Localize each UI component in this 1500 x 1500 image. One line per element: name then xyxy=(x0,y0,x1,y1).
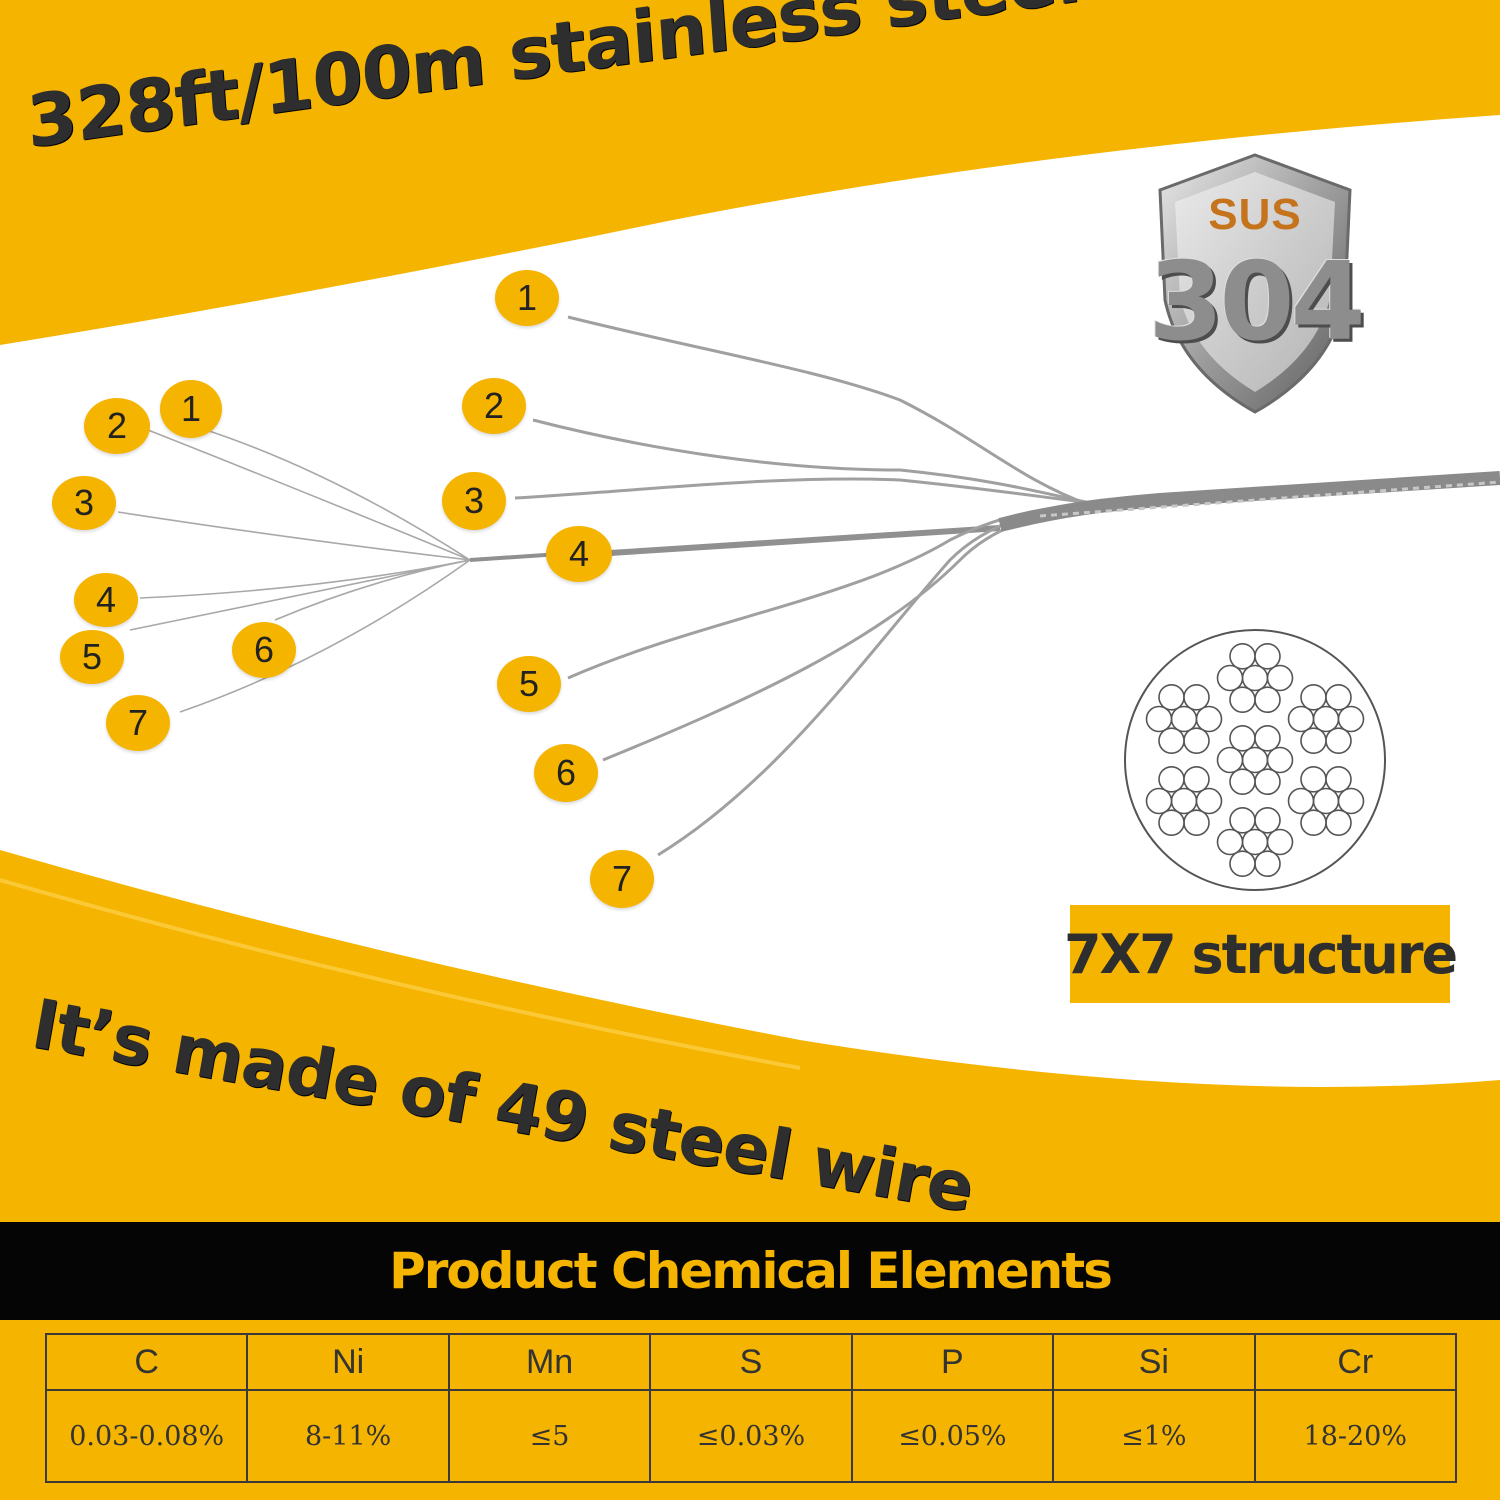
header-cell: Si xyxy=(1052,1333,1256,1391)
left-badge-3: 3 xyxy=(52,476,116,530)
wire-cross-section xyxy=(1300,766,1327,793)
wire-cross-section xyxy=(1229,768,1256,795)
value-cell: ≤5 xyxy=(447,1389,652,1483)
wire-cross-section xyxy=(1170,787,1198,815)
left-badge-2: 2 xyxy=(84,398,150,454)
left-wire-bundle xyxy=(117,427,1001,713)
right-badge-2: 2 xyxy=(462,378,526,434)
wire-cross-section xyxy=(1254,768,1281,795)
value-cell: ≤0.05% xyxy=(850,1389,1055,1483)
right-badge-3: 3 xyxy=(442,472,506,530)
header-cell: S xyxy=(649,1333,853,1391)
left-badge-4: 4 xyxy=(74,573,138,627)
wire-cross-section xyxy=(1158,766,1185,793)
wire-cross-section xyxy=(1158,684,1185,711)
wire-cross-section xyxy=(1170,705,1198,733)
table-title-band: Product Chemical Elements xyxy=(0,1222,1500,1320)
value-cell: ≤1% xyxy=(1052,1389,1256,1483)
right-badge-7: 7 xyxy=(590,850,654,908)
wire-cross-section xyxy=(1287,787,1315,815)
value-cell: ≤0.03% xyxy=(649,1389,853,1483)
right-badge-6: 6 xyxy=(534,744,598,802)
wire-cross-section xyxy=(1183,684,1210,711)
left-badge-6: 6 xyxy=(232,622,296,678)
right-wire-bundle xyxy=(514,315,1500,857)
wire-cross-section xyxy=(1229,850,1256,877)
shield-grade-label: SUS xyxy=(1208,190,1302,239)
wire-cross-section xyxy=(1195,705,1223,733)
wire-cross-section xyxy=(1254,686,1281,713)
chemical-elements-table: C Ni Mn S P Si Cr 0.03-0.08% 8-11% ≤5 ≤0… xyxy=(44,1333,1458,1483)
wire-cross-section xyxy=(1216,746,1244,774)
wire-cross-section xyxy=(1183,727,1210,754)
wire-cross-section xyxy=(1229,807,1256,834)
wire-cross-section xyxy=(1325,766,1352,793)
right-badge-1: 1 xyxy=(495,270,559,326)
wire-cross-section xyxy=(1229,725,1256,752)
shield-icon xyxy=(1158,153,1352,414)
header-cell: Cr xyxy=(1253,1333,1458,1391)
value-cell: 8-11% xyxy=(246,1389,450,1483)
wire-cross-section xyxy=(1158,727,1185,754)
wire-cross-section xyxy=(1300,684,1327,711)
wire-cross-section xyxy=(1229,642,1256,670)
wire-cross-section xyxy=(1241,664,1269,692)
wire-cross-section xyxy=(1254,642,1281,670)
table-title: Product Chemical Elements xyxy=(389,1242,1113,1300)
wire-cross-section xyxy=(1254,850,1281,877)
table-header-row: C Ni Mn S P Si Cr xyxy=(44,1333,1458,1391)
shield-grade-number: 304 xyxy=(1148,240,1365,365)
header-cell: Ni xyxy=(246,1333,450,1391)
structure-label-box: 7X7 structure xyxy=(1064,905,1458,1003)
header-cell: C xyxy=(44,1333,249,1391)
wire-cross-section xyxy=(1300,727,1327,754)
right-badge-4: 4 xyxy=(546,526,612,582)
wire-cross-section xyxy=(1195,787,1223,815)
wire-cross-section xyxy=(1337,787,1365,815)
wire-cross-section xyxy=(1325,727,1352,754)
wire-cross-section xyxy=(1241,828,1269,856)
wire-cross-section xyxy=(1300,809,1327,836)
wire-cross-section xyxy=(1266,828,1294,856)
wire-cross-section xyxy=(1145,787,1173,815)
value-cell: 0.03-0.08% xyxy=(44,1389,249,1483)
wire-cross-section xyxy=(1337,705,1365,733)
wire-cross-section xyxy=(1325,809,1352,836)
header-cell: P xyxy=(850,1333,1055,1391)
cross-section-diagram xyxy=(1124,629,1386,891)
wire-cross-section xyxy=(1216,828,1244,856)
wire-cross-section xyxy=(1254,725,1281,752)
left-badge-7: 7 xyxy=(106,695,170,751)
table-value-row: 0.03-0.08% 8-11% ≤5 ≤0.03% ≤0.05% ≤1% 18… xyxy=(44,1389,1458,1483)
wire-cross-section xyxy=(1229,686,1256,713)
wire-cross-section xyxy=(1312,705,1340,733)
wire-cross-section xyxy=(1158,809,1185,836)
wire-cross-section xyxy=(1183,809,1210,836)
wire-cross-section xyxy=(1266,664,1294,692)
wire-cross-section xyxy=(1287,705,1315,733)
wire-cross-section xyxy=(1312,787,1340,815)
left-badge-1: 1 xyxy=(160,380,222,438)
right-badge-5: 5 xyxy=(497,656,561,712)
sus304-shield: SUS 304 xyxy=(1140,150,1370,420)
wire-cross-section xyxy=(1241,746,1269,774)
header-cell: Mn xyxy=(447,1333,652,1391)
left-badge-5: 5 xyxy=(60,630,124,684)
wire-cross-section xyxy=(1216,664,1244,692)
wire-cross-section xyxy=(1325,684,1352,711)
wire-cross-section xyxy=(1145,705,1173,733)
wire-cross-section xyxy=(1266,746,1294,774)
wire-cross-section xyxy=(1254,807,1281,834)
value-cell: 18-20% xyxy=(1253,1389,1458,1483)
structure-label: 7X7 structure xyxy=(1063,922,1458,986)
wire-cross-section xyxy=(1183,766,1210,793)
chemical-table-section: C Ni Mn S P Si Cr 0.03-0.08% 8-11% ≤5 ≤0… xyxy=(0,1320,1500,1500)
